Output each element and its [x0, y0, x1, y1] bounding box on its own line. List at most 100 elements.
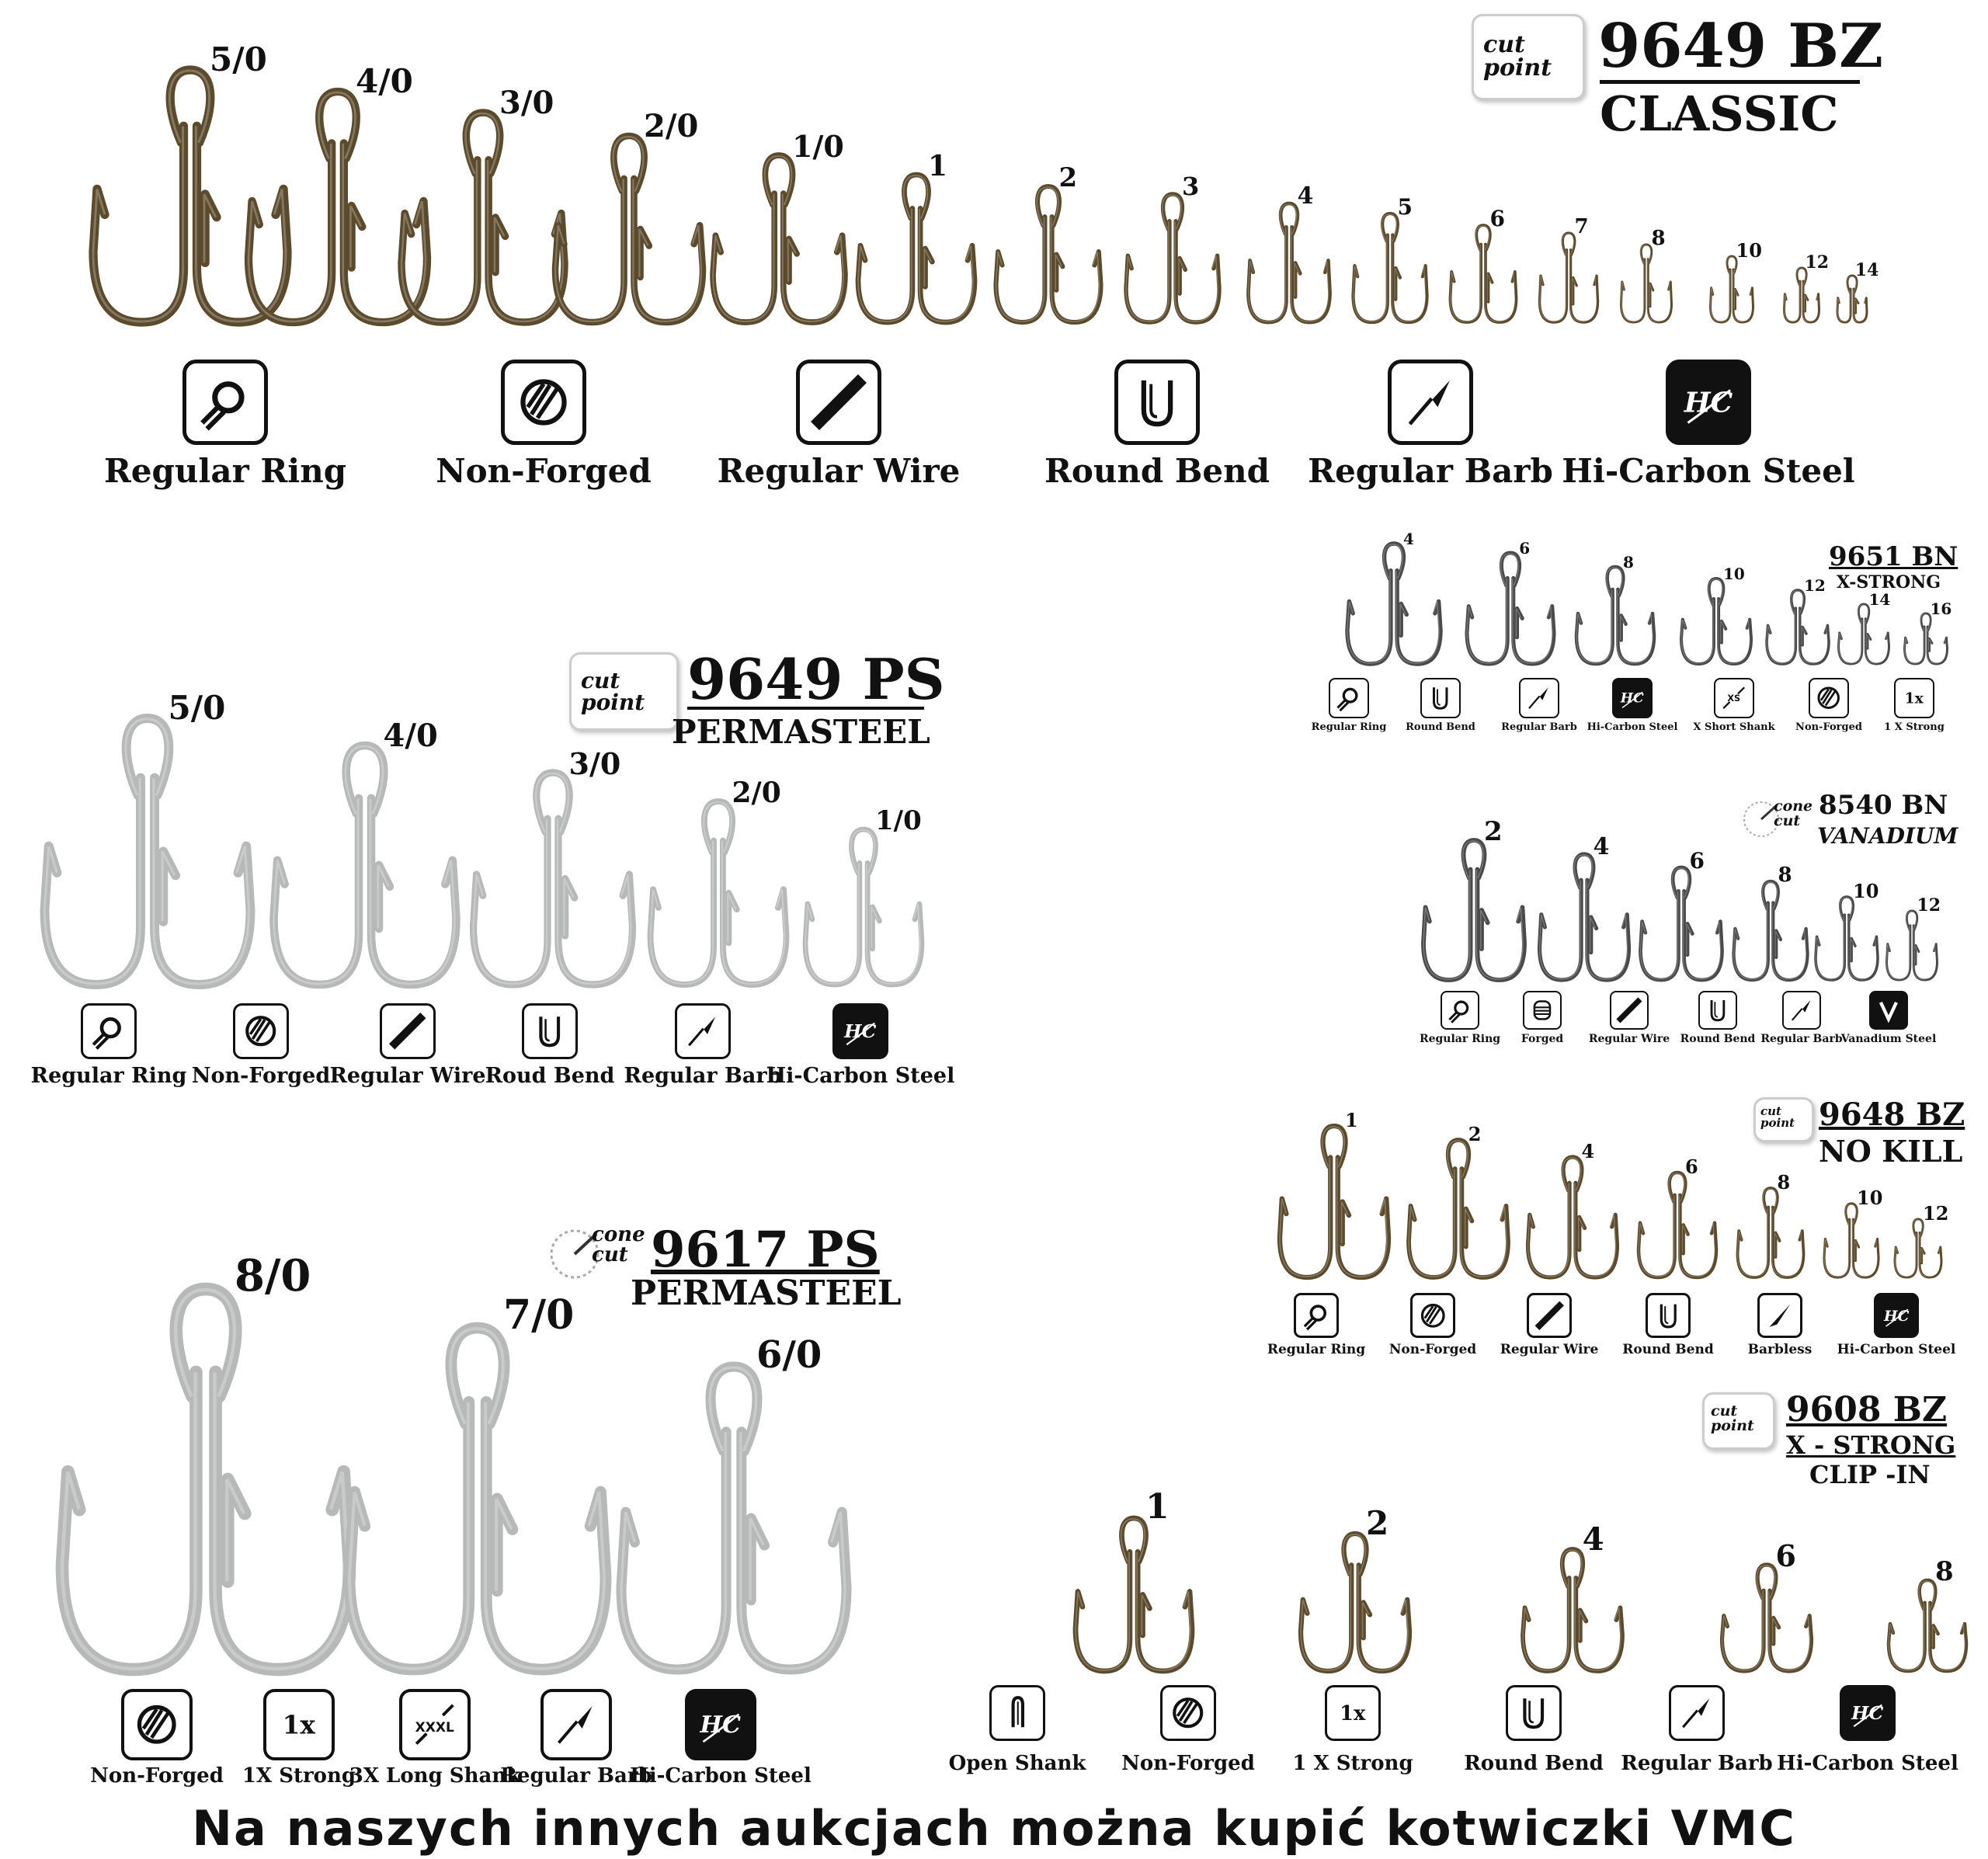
treble-hook [1709, 255, 1754, 324]
treble-hook [1448, 224, 1518, 324]
brand-text: cut point [581, 668, 645, 715]
regular-wire-icon [1527, 1293, 1572, 1338]
round-bend-icon [1698, 991, 1737, 1030]
brand-text: cut point [1711, 1402, 1754, 1434]
feature-label: Hi-Carbon Steel [766, 1064, 955, 1088]
cut-point-logo: cut point [1472, 14, 1585, 100]
treble-hook [855, 172, 978, 325]
hook-highlight [43, 718, 251, 985]
barbless-icon [1757, 1293, 1802, 1338]
treble-hook [1521, 1547, 1625, 1673]
hi-carbon-steel-icon: HC [1612, 678, 1653, 718]
feature-label: Hi-Carbon Steel [1562, 452, 1855, 490]
series-code: 9649 PS [687, 646, 945, 712]
feature-label: Regular Barb [500, 1764, 652, 1788]
3x-long-shank-icon: XXXL [399, 1689, 471, 1760]
hook-size-label: 14 [1868, 590, 1891, 609]
hook-highlight [1538, 233, 1597, 322]
non-forged-icon [501, 360, 586, 445]
feature-label: Non-Forged [1121, 1752, 1255, 1775]
hook-highlight [1408, 1140, 1507, 1277]
series-code: 9617 PS [651, 1221, 880, 1279]
hook-highlight [1423, 840, 1524, 980]
hook-size-label: 3/0 [568, 745, 621, 781]
treble-hook [1765, 589, 1830, 665]
svg-text:XXXL: XXXL [415, 1720, 454, 1736]
hook-size-label: 4/0 [383, 718, 438, 754]
hook-size-label: 8/0 [235, 1249, 311, 1301]
hook-highlight [1888, 1580, 1965, 1671]
hook-size-label: 2 [1366, 1504, 1389, 1543]
series-subtitle-2: CLIP -IN [1809, 1460, 1931, 1489]
feature-label: Hi-Carbon Steel [1777, 1752, 1958, 1775]
hook-size-label: 4 [1581, 1140, 1595, 1163]
cut-point-logo: cut point [1753, 1097, 1814, 1142]
hook-size-label: 6 [1689, 847, 1705, 874]
feature-label: Round Bend [1622, 1342, 1714, 1357]
hook-size-label: 1/0 [792, 128, 844, 164]
1x-strong-icon: 1x [1894, 678, 1934, 718]
treble-hook [1837, 603, 1890, 665]
hook-size-label: 6 [1519, 539, 1531, 558]
hook-size-label: 3 [1182, 172, 1200, 202]
hook-size-label: 10 [1853, 880, 1879, 903]
feature-label: Regular Wire [1500, 1342, 1599, 1357]
cone-cut-logo: cone cut [1738, 796, 1823, 843]
round-bend-icon [522, 1003, 578, 1059]
hook-size-label: 2/0 [732, 776, 781, 809]
treble-hook [1421, 838, 1527, 982]
svg-text:1x: 1x [283, 1710, 316, 1740]
brand-text: cut point [1483, 31, 1552, 82]
svg-text:HC: HC [1684, 386, 1733, 419]
hook-size-label: 8 [1777, 1171, 1791, 1194]
feature-label: Regular Barb [1621, 1752, 1773, 1775]
feature-label: Regular Ring [1419, 1033, 1501, 1045]
hook-size-label: 4 [1297, 182, 1314, 210]
non-forged-icon [1410, 1293, 1455, 1338]
feature-label: Regular Wire [1588, 1033, 1670, 1045]
hook-size-label: 8 [1935, 1556, 1954, 1588]
feature-label: Regular Wire [717, 452, 961, 490]
hook-size-label: 8 [1778, 863, 1792, 887]
treble-hook [1465, 551, 1556, 666]
feature-label: Hi-Carbon Steel [1837, 1342, 1956, 1357]
treble-hook [1736, 1187, 1806, 1279]
feature-label: Open Shank [948, 1752, 1086, 1775]
hook-highlight [472, 772, 632, 985]
hook-size-label: 10 [1723, 565, 1745, 583]
hook-highlight [1125, 194, 1218, 322]
svg-text:XS: XS [1728, 693, 1741, 704]
series-code: 9649 BZ [1598, 11, 1884, 82]
hook-highlight [1721, 1565, 1811, 1671]
cut-point-logo: cut point [569, 652, 679, 731]
feature-label: Regular Ring [30, 1064, 187, 1088]
hook-size-label: 4 [1403, 530, 1414, 548]
hook-highlight [1576, 567, 1653, 664]
hook-size-label: 5 [1397, 193, 1413, 220]
treble-hook [244, 87, 432, 327]
hook-highlight [620, 1366, 846, 1670]
hook-highlight [1075, 1518, 1191, 1671]
round-bend-icon [1646, 1293, 1691, 1338]
hook-highlight [1894, 1219, 1941, 1277]
hook-highlight [1352, 214, 1427, 322]
treble-hook [710, 152, 848, 325]
hook-highlight [649, 801, 786, 985]
non-forged-icon [121, 1689, 193, 1760]
feature-label: X Short Shank [1693, 721, 1775, 733]
hook-highlight [1247, 203, 1329, 322]
treble-hook [1903, 612, 1948, 665]
hook-size-label: 10 [1736, 239, 1762, 262]
treble-hook [55, 1282, 356, 1677]
regular-ring-icon [182, 360, 268, 445]
open-shank-icon [989, 1685, 1045, 1741]
